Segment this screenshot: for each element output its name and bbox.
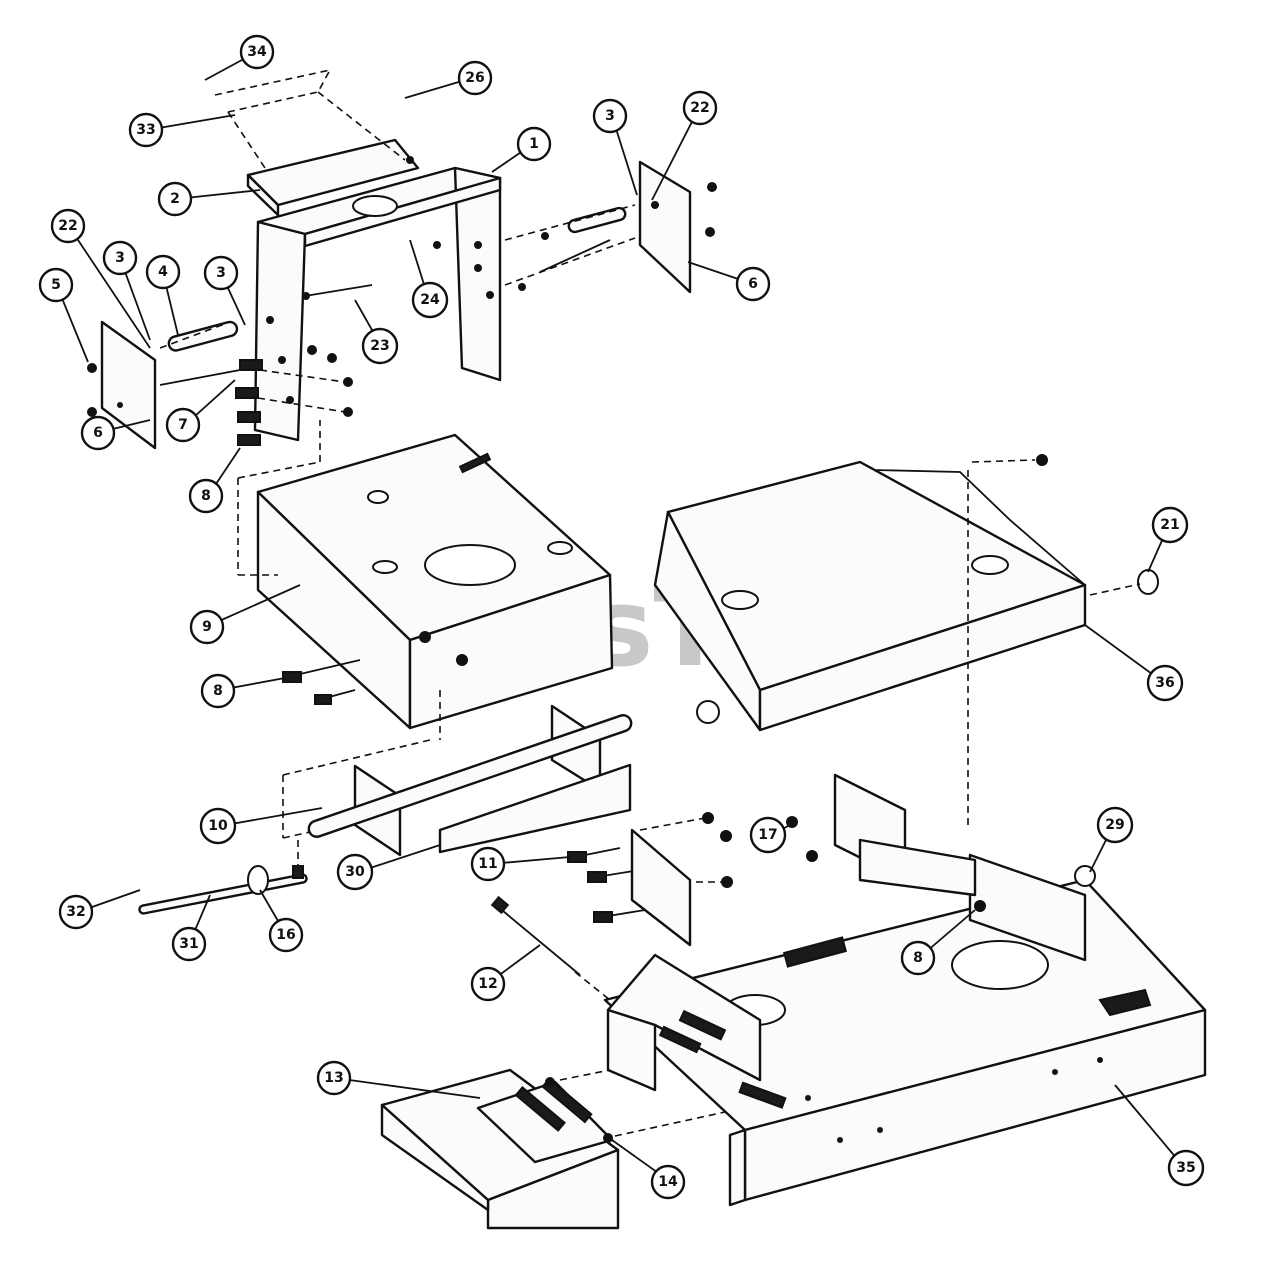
callout-13: 13: [316, 1060, 352, 1096]
left-pins-bolts: [159, 284, 373, 446]
svg-text:7: 7: [178, 417, 188, 433]
callout-7: 7: [165, 407, 201, 443]
svg-text:6: 6: [93, 425, 103, 441]
svg-text:2: 2: [170, 191, 180, 207]
svg-text:10: 10: [208, 818, 228, 834]
callout-17: 17: [749, 816, 787, 854]
callouts: 34 26 33 1 3 22 2 22 3 4 3 5 24 23 6 7 6…: [38, 34, 1205, 1200]
svg-text:17: 17: [758, 827, 777, 843]
callout-2: 2: [157, 181, 193, 217]
callout-29: 29: [1096, 806, 1134, 844]
callout-6-right: 6: [735, 266, 771, 302]
callout-33: 33: [128, 112, 164, 148]
svg-text:3: 3: [605, 108, 615, 124]
callout-30: 30: [336, 853, 374, 891]
callout-3-middle: 3: [203, 255, 239, 291]
callout-36: 36: [1146, 664, 1184, 702]
svg-text:23: 23: [370, 338, 389, 354]
callout-14: 14: [650, 1164, 686, 1200]
callout-32: 32: [58, 894, 94, 930]
bolts-11-17: [567, 812, 818, 923]
callout-22-top-right: 22: [682, 90, 718, 126]
callout-8-middle: 8: [200, 673, 236, 709]
svg-text:36: 36: [1155, 675, 1174, 691]
middle-box: [237, 420, 614, 730]
svg-text:9: 9: [202, 619, 212, 635]
svg-text:33: 33: [136, 122, 155, 138]
callout-35: 35: [1167, 1149, 1205, 1187]
left-side-plate: [87, 320, 157, 450]
callout-22-left: 22: [50, 208, 86, 244]
callout-24: 24: [411, 281, 449, 319]
callout-6-left: 6: [80, 415, 116, 451]
callout-3-top-right: 3: [592, 98, 628, 134]
callout-21: 21: [1151, 506, 1189, 544]
svg-text:14: 14: [658, 1174, 678, 1190]
svg-text:12: 12: [478, 976, 497, 992]
svg-text:22: 22: [690, 100, 709, 116]
svg-text:3: 3: [216, 265, 226, 281]
callout-8-lower: 8: [900, 940, 936, 976]
svg-text:8: 8: [201, 488, 211, 504]
callout-16: 16: [268, 917, 304, 953]
bolt-12: [490, 895, 611, 1001]
svg-text:30: 30: [345, 864, 365, 880]
deck-center-bracket: [606, 828, 787, 1109]
lower-left-deflector: [380, 1068, 726, 1230]
right-cover: [653, 454, 1159, 830]
upper-u-frame: [253, 166, 502, 442]
callout-23: 23: [361, 327, 399, 365]
right-side-plate: [504, 160, 717, 294]
callout-8-upper: 8: [188, 478, 224, 514]
svg-text:35: 35: [1176, 1160, 1195, 1176]
thin-plate-33: [214, 68, 406, 169]
axle-assembly: [138, 690, 633, 915]
svg-text:8: 8: [913, 950, 923, 966]
callout-11: 11: [470, 846, 506, 882]
svg-text:5: 5: [51, 277, 61, 293]
callout-5: 5: [38, 267, 74, 303]
svg-text:1: 1: [529, 136, 539, 152]
callout-12: 12: [470, 966, 506, 1002]
svg-text:24: 24: [420, 292, 440, 308]
top-cover-plate: [246, 138, 420, 217]
svg-text:22: 22: [58, 218, 77, 234]
svg-text:4: 4: [158, 264, 168, 280]
callout-10: 10: [199, 807, 237, 845]
svg-text:21: 21: [1160, 517, 1179, 533]
callout-4: 4: [145, 254, 181, 290]
svg-text:32: 32: [66, 904, 85, 920]
svg-text:6: 6: [748, 276, 758, 292]
middle-bolts: [282, 659, 361, 705]
svg-text:8: 8: [213, 683, 223, 699]
svg-text:34: 34: [247, 44, 267, 60]
callout-9: 9: [189, 609, 225, 645]
svg-text:3: 3: [115, 250, 125, 266]
svg-text:16: 16: [276, 927, 295, 943]
callout-1: 1: [516, 126, 552, 162]
callout-26: 26: [457, 60, 493, 96]
svg-text:13: 13: [324, 1070, 343, 1086]
svg-text:26: 26: [465, 70, 484, 86]
svg-text:11: 11: [478, 856, 497, 872]
svg-text:29: 29: [1105, 817, 1124, 833]
callout-34: 34: [239, 34, 275, 70]
svg-text:31: 31: [179, 936, 198, 952]
callout-3-left: 3: [102, 240, 138, 276]
callout-31: 31: [171, 926, 207, 962]
